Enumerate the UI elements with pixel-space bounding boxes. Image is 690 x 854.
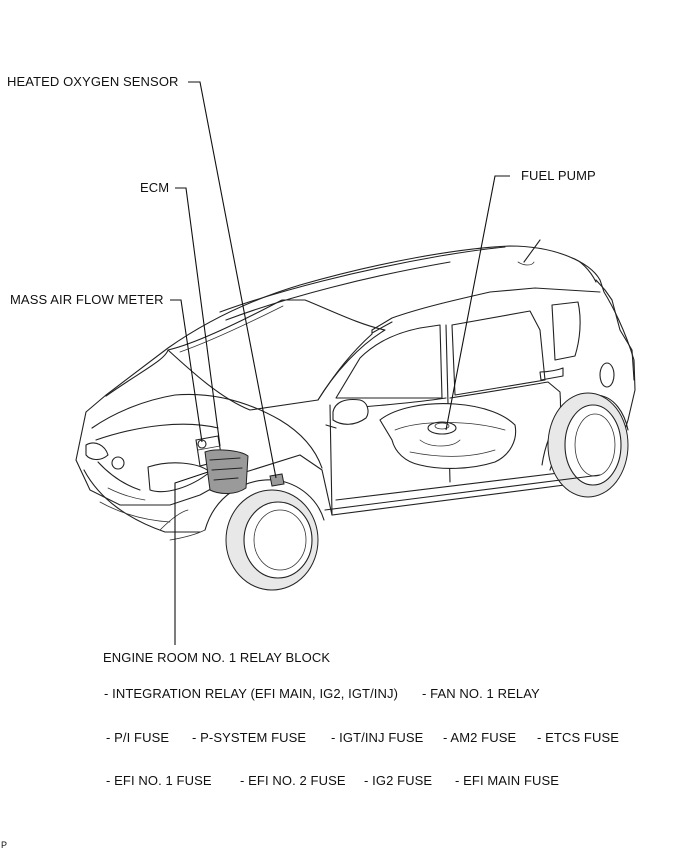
corner-mark: P (1, 840, 8, 850)
mass-air-flow-meter-label: MASS AIR FLOW METER (10, 292, 164, 307)
leader-line (445, 175, 510, 431)
fuse-item: - EFI NO. 1 FUSE (106, 773, 212, 788)
fuse-item: - IGT/INJ FUSE (331, 730, 424, 745)
leader-line (188, 81, 277, 479)
engine-room-relay-block-label: ENGINE ROOM NO. 1 RELAY BLOCK (103, 650, 331, 665)
leader-line (175, 187, 221, 447)
fuse-item: - EFI NO. 2 FUSE (240, 773, 346, 788)
fuse-item: - ETCS FUSE (537, 730, 619, 745)
fuse-item: - AM2 FUSE (443, 730, 517, 745)
relay-item: - INTEGRATION RELAY (EFI MAIN, IG2, IGT/… (104, 686, 399, 701)
leader-lines (170, 81, 510, 645)
car-illustration (75, 239, 636, 591)
leader-line (170, 299, 203, 443)
relay-item: - FAN NO. 1 RELAY (422, 686, 540, 701)
fuse-item: - P-SYSTEM FUSE (192, 730, 307, 745)
fuse-item: - IG2 FUSE (364, 773, 433, 788)
ecm-label: ECM (140, 180, 170, 195)
leader-line (174, 471, 209, 645)
heated-oxygen-sensor-label: HEATED OXYGEN SENSOR (7, 74, 179, 89)
fuse-item: - EFI MAIN FUSE (455, 773, 560, 788)
fuel-pump-label: FUEL PUMP (521, 168, 596, 183)
fuse-item: - P/I FUSE (106, 730, 170, 745)
